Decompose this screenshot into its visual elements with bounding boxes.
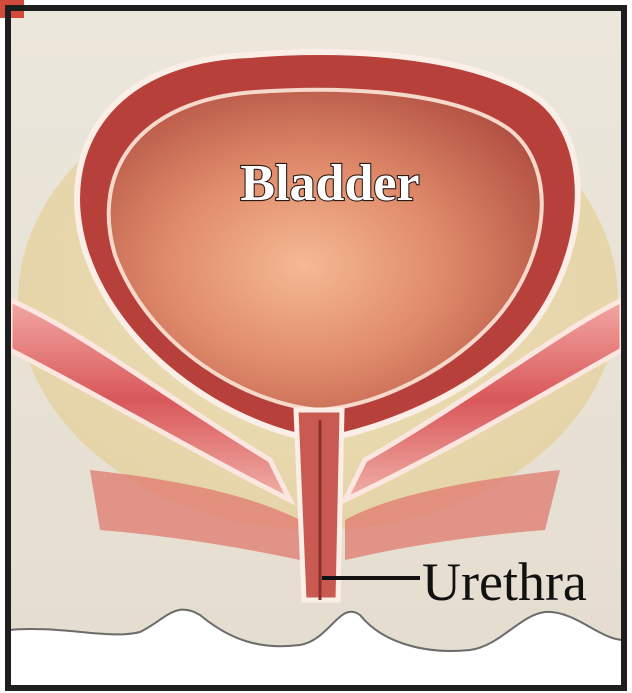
- urethra-label: Urethra: [422, 552, 587, 612]
- bladder-label: Bladder: [240, 155, 419, 212]
